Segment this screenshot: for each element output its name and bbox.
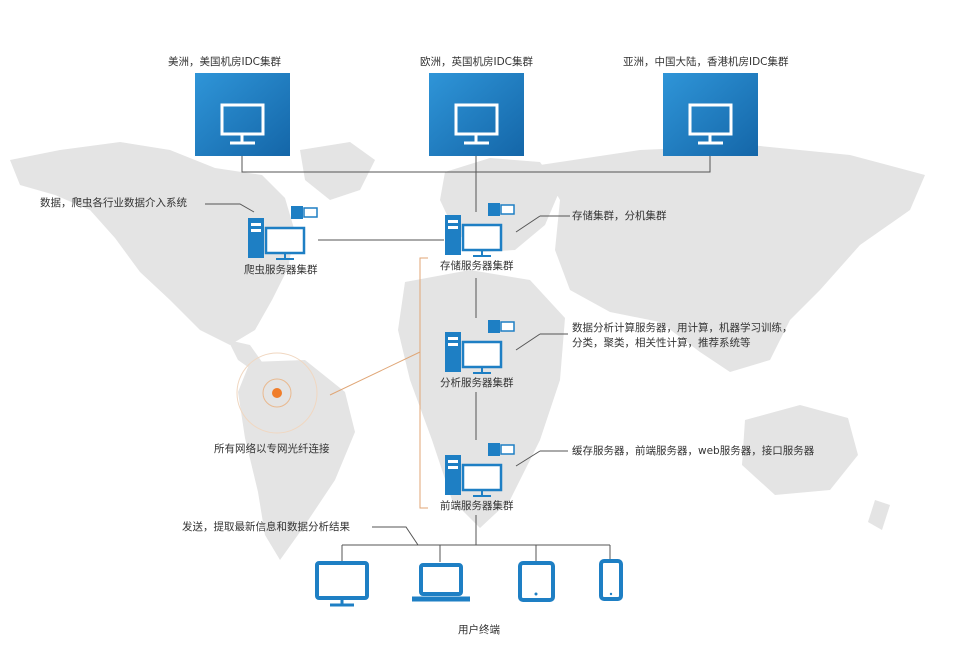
network-ring-outer: [236, 352, 318, 434]
frontend-note: 缓存服务器，前端服务器，web服务器，接口服务器: [572, 445, 815, 457]
datacenter-box-asia: [663, 73, 758, 156]
datacenter-label-europe: 欧洲，英国机房IDC集群: [420, 56, 534, 68]
delivery-note: 发送，提取最新信息和数据分析结果: [182, 521, 350, 533]
server-cluster-icon-crawler: [248, 206, 318, 260]
network-bracket: [329, 257, 428, 509]
greenland-shape: [300, 142, 375, 200]
user-terminal-label: 用户终端: [458, 624, 500, 636]
crawler-note-leader: [205, 203, 255, 213]
africa-shape: [398, 270, 565, 528]
world-map: [10, 142, 925, 560]
datacenter-box-americas: [195, 73, 290, 156]
monitor-icon: [454, 103, 499, 145]
server-cluster-icon-analysis: [445, 320, 515, 374]
laptop-icon: [412, 563, 470, 602]
monitor-icon: [688, 103, 733, 145]
server-cluster-icon-storage: [445, 203, 515, 257]
analysis-note-leader: [515, 333, 568, 351]
storage-cluster-label: 存储服务器集群: [440, 260, 514, 272]
bracket-line: [329, 257, 428, 509]
tablet-icon: [518, 561, 555, 602]
frontend-to-terminals-line: [341, 515, 611, 562]
connection-lines: [205, 156, 711, 562]
australia-shape: [742, 405, 858, 495]
phone-icon: [599, 559, 623, 601]
new-zealand-shape: [868, 500, 890, 530]
datacenter-box-europe: [429, 73, 524, 156]
top-bus-line: [241, 156, 711, 212]
south-america-shape: [238, 360, 355, 560]
network-circle: [236, 352, 318, 434]
network-note: 所有网络以专网光纤连接: [214, 443, 330, 455]
storage-note-leader: [515, 215, 570, 233]
network-ring-inner: [262, 378, 292, 408]
storage-note: 存储集群，分机集群: [572, 210, 667, 222]
frontend-note-leader: [515, 450, 568, 467]
crawler-note: 数据，爬虫各行业数据介入系统: [40, 197, 187, 209]
asia-shape: [540, 145, 925, 372]
server-cluster-icon-frontend: [445, 443, 515, 497]
network-dot: [272, 388, 282, 398]
datacenter-label-americas: 美洲，美国机房IDC集群: [168, 56, 282, 68]
monitor-icon: [220, 103, 265, 145]
desktop-monitor-icon: [315, 561, 369, 607]
analysis-cluster-label: 分析服务器集群: [440, 377, 514, 389]
frontend-cluster-label: 前端服务器集群: [440, 500, 514, 512]
delivery-leader-line: [372, 526, 419, 546]
north-america-shape: [10, 142, 295, 345]
datacenter-label-asia: 亚洲，中国大陆，香港机房IDC集群: [623, 56, 789, 68]
analysis-note-line1: 数据分析计算服务器，用计算，机器学习训练，: [572, 322, 793, 334]
crawler-cluster-label: 爬虫服务器集群: [244, 264, 318, 276]
analysis-note-line2: 分类，聚类，相关性计算，推荐系统等: [572, 337, 751, 349]
